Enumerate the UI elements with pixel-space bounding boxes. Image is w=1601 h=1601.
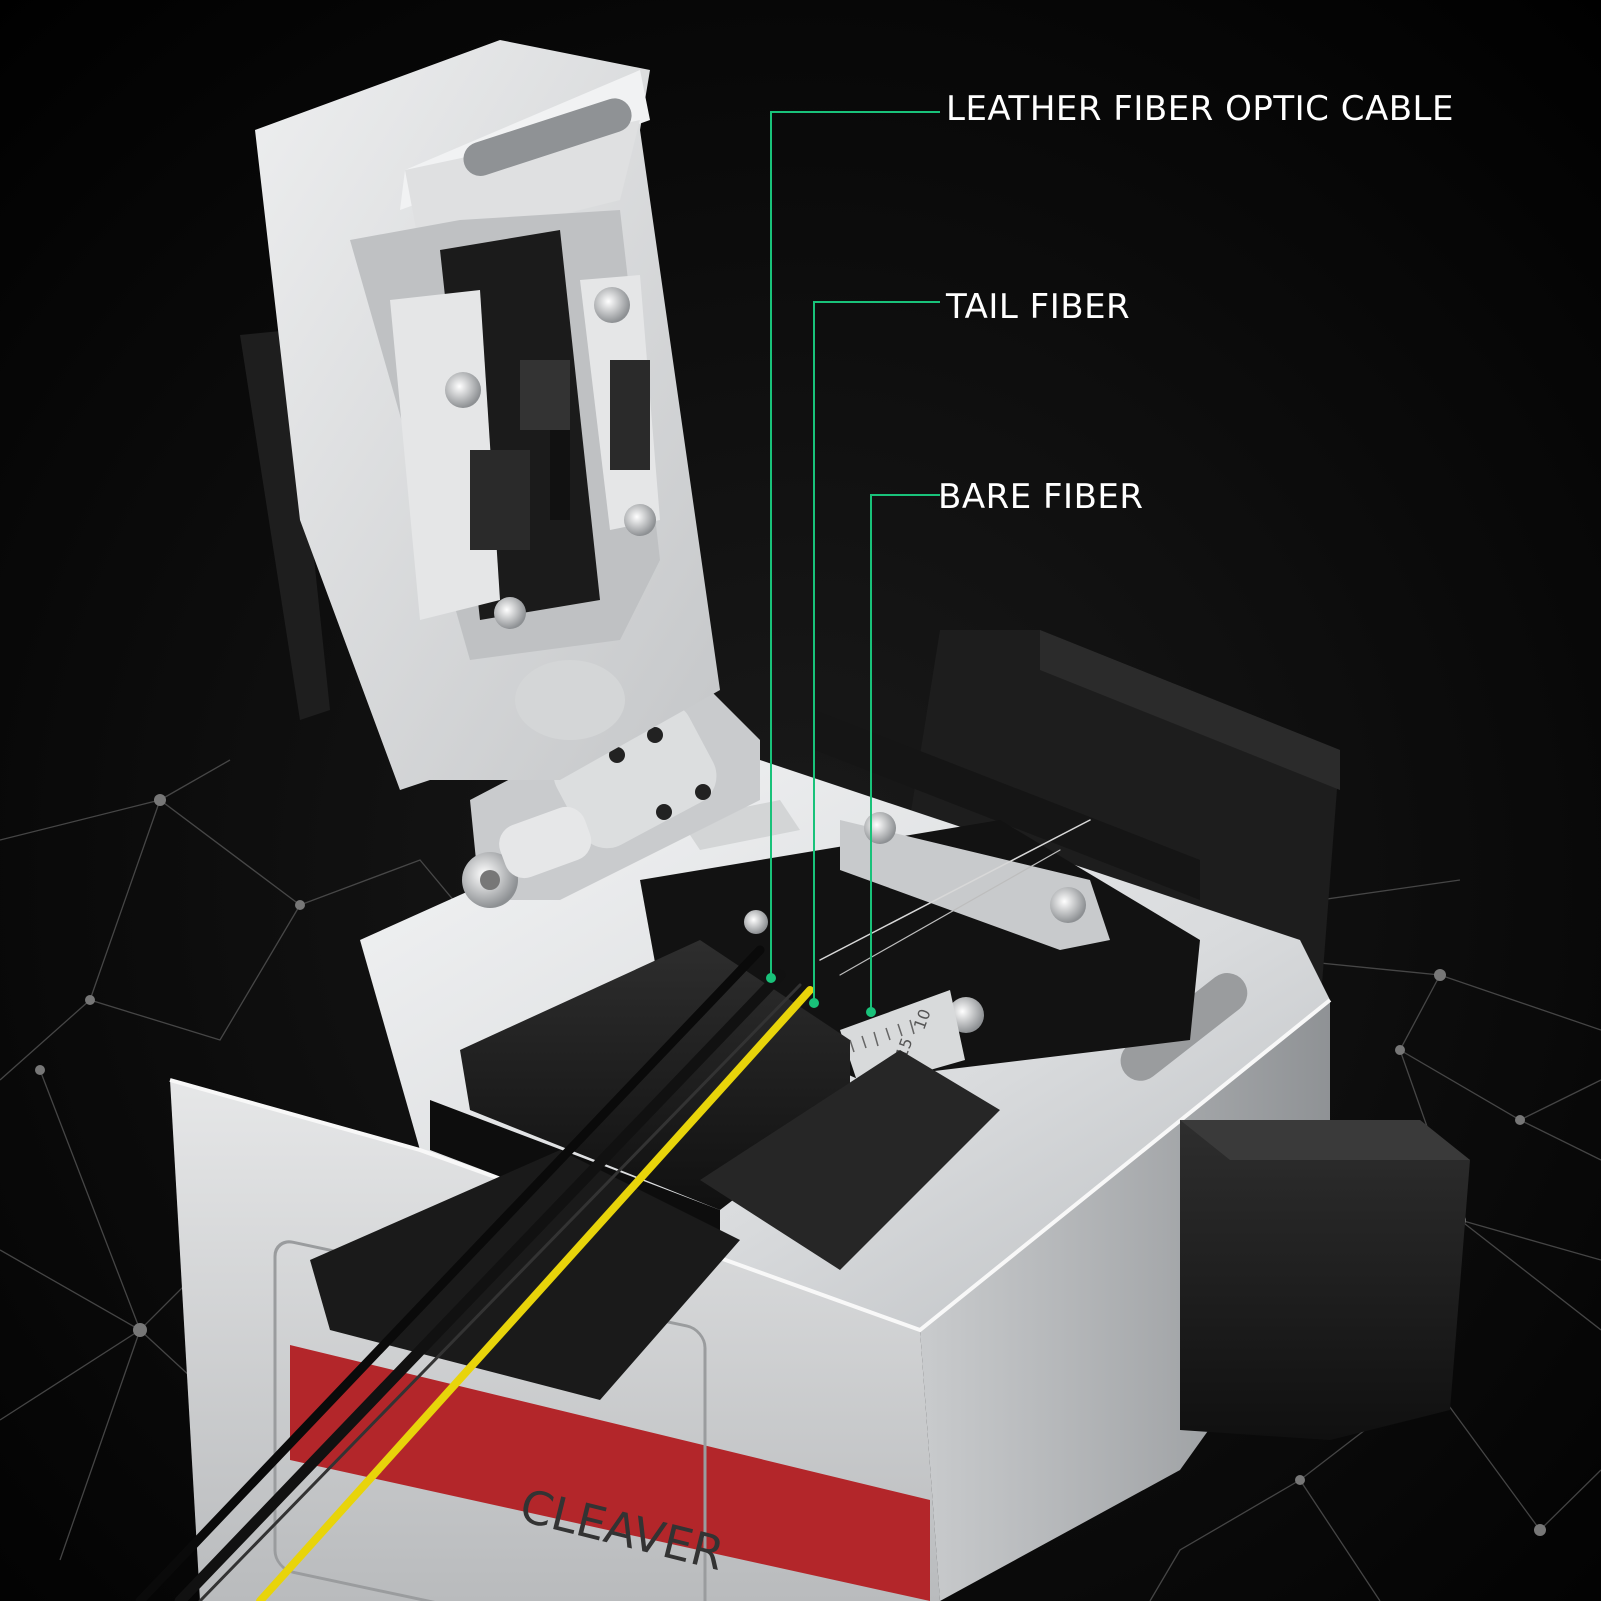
brand-red-stripe — [290, 1345, 930, 1601]
tail-fiber-yellow — [256, 986, 814, 1601]
screw-icon — [445, 372, 481, 408]
lid-slot — [463, 98, 632, 176]
callout-line-bare — [870, 494, 940, 1012]
screw-icon — [744, 910, 768, 934]
bare-fiber-strand — [819, 819, 1091, 961]
blade-clamp-bar — [840, 820, 1110, 950]
screw-icon — [864, 812, 896, 844]
screw-icon — [494, 597, 526, 629]
cleaver-lid — [240, 40, 720, 790]
callout-line-tail — [813, 301, 940, 1003]
screw-icon — [1050, 887, 1086, 923]
callout-dots — [766, 973, 876, 1017]
screw-icon — [594, 287, 630, 323]
callout-bare-fiber: BARE FIBER — [938, 477, 1144, 517]
side-lever — [1180, 1120, 1470, 1440]
fiber-cables — [135, 819, 1091, 1601]
length-scale — [840, 990, 965, 1090]
callout-leather-fiber-optic-cable: LEATHER FIBER OPTIC CABLE — [946, 89, 1454, 129]
callout-lines — [770, 111, 940, 1012]
callout-tail-fiber: TAIL FIBER — [946, 287, 1131, 327]
screw-icon — [624, 504, 656, 536]
callout-line-leather — [770, 111, 940, 978]
